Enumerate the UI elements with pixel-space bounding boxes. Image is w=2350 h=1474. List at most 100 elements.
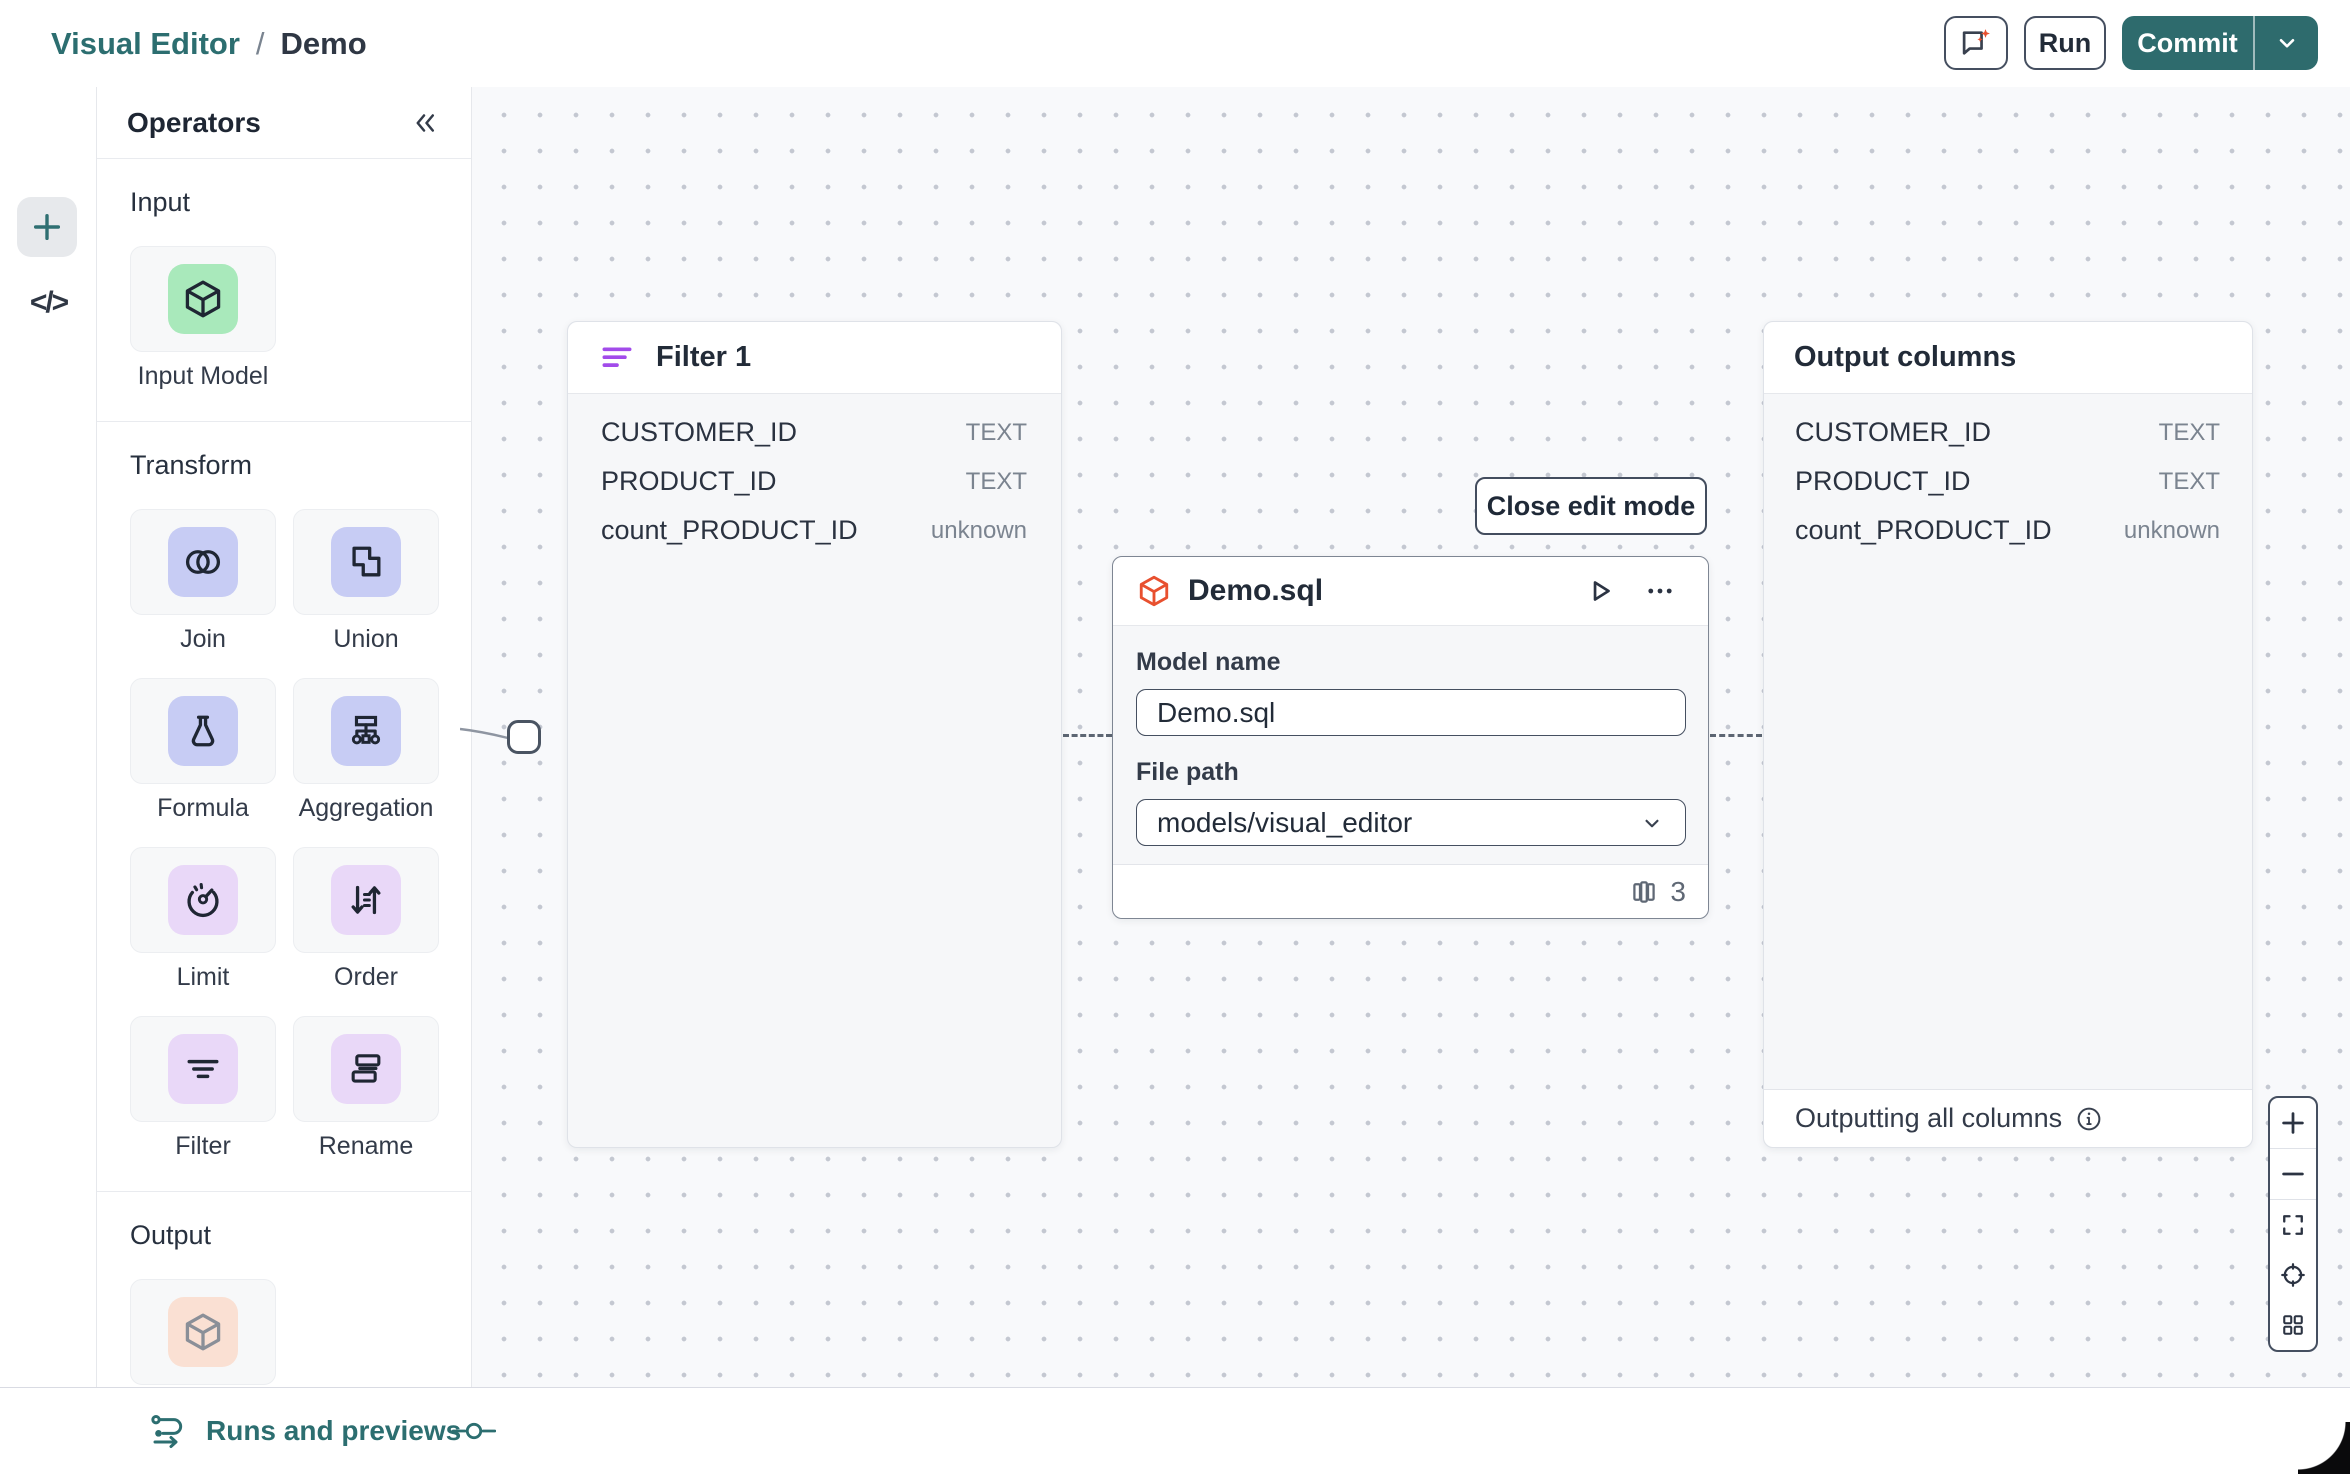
tile-label: Rename	[318, 1132, 414, 1160]
operator-tile-limit[interactable]	[130, 847, 276, 953]
commit-button[interactable]: Commit	[2137, 27, 2238, 58]
commit-divider	[2253, 16, 2255, 70]
top-bar: Visual Editor / Demo Run Commit	[0, 0, 2350, 88]
column-row: PRODUCT_ID TEXT	[601, 457, 1027, 506]
file-path-select[interactable]: models/visual_editor	[1136, 799, 1686, 846]
output-columns-panel[interactable]: Output columns CUSTOMER_ID TEXT PRODUCT_…	[1763, 321, 2253, 1148]
minimap-button[interactable]	[2270, 1300, 2316, 1350]
tile-label: Join	[180, 625, 226, 653]
chat-sparkles-icon	[1957, 24, 1995, 62]
runs-and-previews-label: Runs and previews	[206, 1415, 462, 1446]
breadcrumb: Visual Editor / Demo	[51, 0, 367, 87]
filter-node[interactable]: Filter 1 CUSTOMER_ID TEXT PRODUCT_ID TEX…	[567, 321, 1062, 1148]
output-columns-list: CUSTOMER_ID TEXT PRODUCT_ID TEXT count_P…	[1764, 394, 2252, 555]
breadcrumb-page: Demo	[280, 25, 367, 61]
column-name: PRODUCT_ID	[601, 466, 777, 496]
cube-icon	[168, 264, 238, 334]
chevron-down-icon	[2274, 30, 2300, 56]
connection-port[interactable]	[507, 720, 541, 754]
section-label: Input	[130, 187, 191, 217]
output-footer-text: Outputting all columns	[1795, 1103, 2063, 1133]
model-node-header[interactable]: Demo.sql	[1113, 557, 1708, 626]
union-squares-icon	[331, 527, 401, 597]
more-menu-button[interactable]	[1638, 569, 1682, 613]
run-button-label: Run	[2038, 27, 2092, 58]
model-node-title: Demo.sql	[1188, 574, 1324, 607]
operator-tile-join[interactable]	[130, 509, 276, 615]
runs-and-previews-button[interactable]: Runs and previews	[148, 1388, 461, 1474]
minus-icon	[2278, 1159, 2308, 1189]
model-name-label: Model name	[1136, 648, 1281, 676]
column-type: TEXT	[965, 467, 1027, 495]
grid-icon	[2279, 1311, 2307, 1339]
operator-tile-input-model[interactable]	[130, 246, 276, 352]
filter-node-columns: CUSTOMER_ID TEXT PRODUCT_ID TEXT count_P…	[568, 394, 1061, 555]
bottom-bar: Runs and previews	[0, 1387, 2350, 1474]
info-icon[interactable]	[2074, 1104, 2104, 1134]
column-type: TEXT	[965, 418, 1027, 446]
filter-node-title: Filter 1	[656, 341, 752, 373]
zoom-out-button[interactable]	[2270, 1149, 2316, 1200]
fit-view-button[interactable]	[2270, 1200, 2316, 1250]
runs-route-icon	[148, 1411, 188, 1451]
run-button[interactable]: Run	[2024, 16, 2106, 70]
filter-node-header[interactable]: Filter 1	[568, 322, 1061, 394]
flask-icon	[168, 696, 238, 766]
operators-title: Operators	[127, 106, 261, 138]
column-row: count_PRODUCT_ID unknown	[601, 506, 1027, 555]
column-name: PRODUCT_ID	[1795, 466, 1971, 496]
zoom-in-button[interactable]	[2270, 1098, 2316, 1149]
column-row: CUSTOMER_ID TEXT	[601, 408, 1027, 457]
operator-tile-aggregation[interactable]	[293, 678, 439, 784]
column-name: count_PRODUCT_ID	[601, 515, 858, 545]
tile-label: Aggregation	[298, 794, 434, 822]
ellipsis-icon	[1643, 574, 1677, 608]
locate-button[interactable]	[2270, 1250, 2316, 1300]
breadcrumb-app[interactable]: Visual Editor	[51, 25, 240, 61]
tile-label: Filter	[175, 1132, 231, 1160]
cube-icon	[168, 1297, 238, 1367]
model-node[interactable]: Demo.sql Model name Demo.sql File path m…	[1112, 556, 1709, 919]
git-commit-toggle[interactable]	[452, 1388, 496, 1474]
operator-tile-formula[interactable]	[130, 678, 276, 784]
code-view-button[interactable]: </>	[0, 283, 97, 323]
model-name-value: Demo.sql	[1157, 696, 1276, 728]
column-name: count_PRODUCT_ID	[1795, 515, 2052, 545]
columns-icon	[1628, 876, 1660, 908]
close-edit-mode-button[interactable]: Close edit mode	[1475, 477, 1707, 535]
play-button[interactable]	[1578, 569, 1622, 613]
column-row: count_PRODUCT_ID unknown	[1795, 506, 2220, 555]
chevrons-left-icon[interactable]	[409, 108, 439, 138]
column-count: 3	[1670, 875, 1686, 907]
column-type: TEXT	[2158, 467, 2220, 495]
tile-label: Limit	[176, 963, 230, 991]
column-name: CUSTOMER_ID	[1795, 417, 1992, 447]
fullscreen-icon	[2279, 1211, 2307, 1239]
section-label: Transform	[130, 450, 253, 480]
operator-tile-order[interactable]	[293, 847, 439, 953]
model-name-input[interactable]: Demo.sql	[1136, 689, 1686, 736]
operator-tile-union[interactable]	[293, 509, 439, 615]
tile-label: Input Model	[137, 362, 269, 390]
dashed-edge	[1063, 734, 1112, 737]
breadcrumb-separator: /	[255, 25, 265, 61]
column-row: PRODUCT_ID TEXT	[1795, 457, 2220, 506]
file-path-label: File path	[1136, 758, 1239, 786]
operators-section-input: Input Input Model	[97, 159, 471, 422]
cube-icon	[1136, 573, 1172, 609]
column-type: unknown	[930, 516, 1027, 544]
operator-tile-output-model[interactable]	[130, 1279, 276, 1385]
operators-panel-header: Operators	[97, 87, 471, 159]
commit-split-button[interactable]: Commit	[2122, 16, 2318, 70]
stacked-bars-icon	[331, 1034, 401, 1104]
model-node-footer: 3	[1113, 864, 1708, 918]
add-operator-button[interactable]	[17, 197, 77, 257]
column-type: unknown	[2123, 516, 2220, 544]
operator-tile-rename[interactable]	[293, 1016, 439, 1122]
commit-menu-button[interactable]	[2255, 16, 2318, 70]
ai-assistant-button[interactable]	[1944, 16, 2008, 70]
plus-icon	[2278, 1108, 2308, 1138]
model-node-form: Model name Demo.sql File path models/vis…	[1113, 626, 1708, 846]
operators-section-transform: Transform Join	[97, 422, 471, 1192]
operator-tile-filter[interactable]	[130, 1016, 276, 1122]
